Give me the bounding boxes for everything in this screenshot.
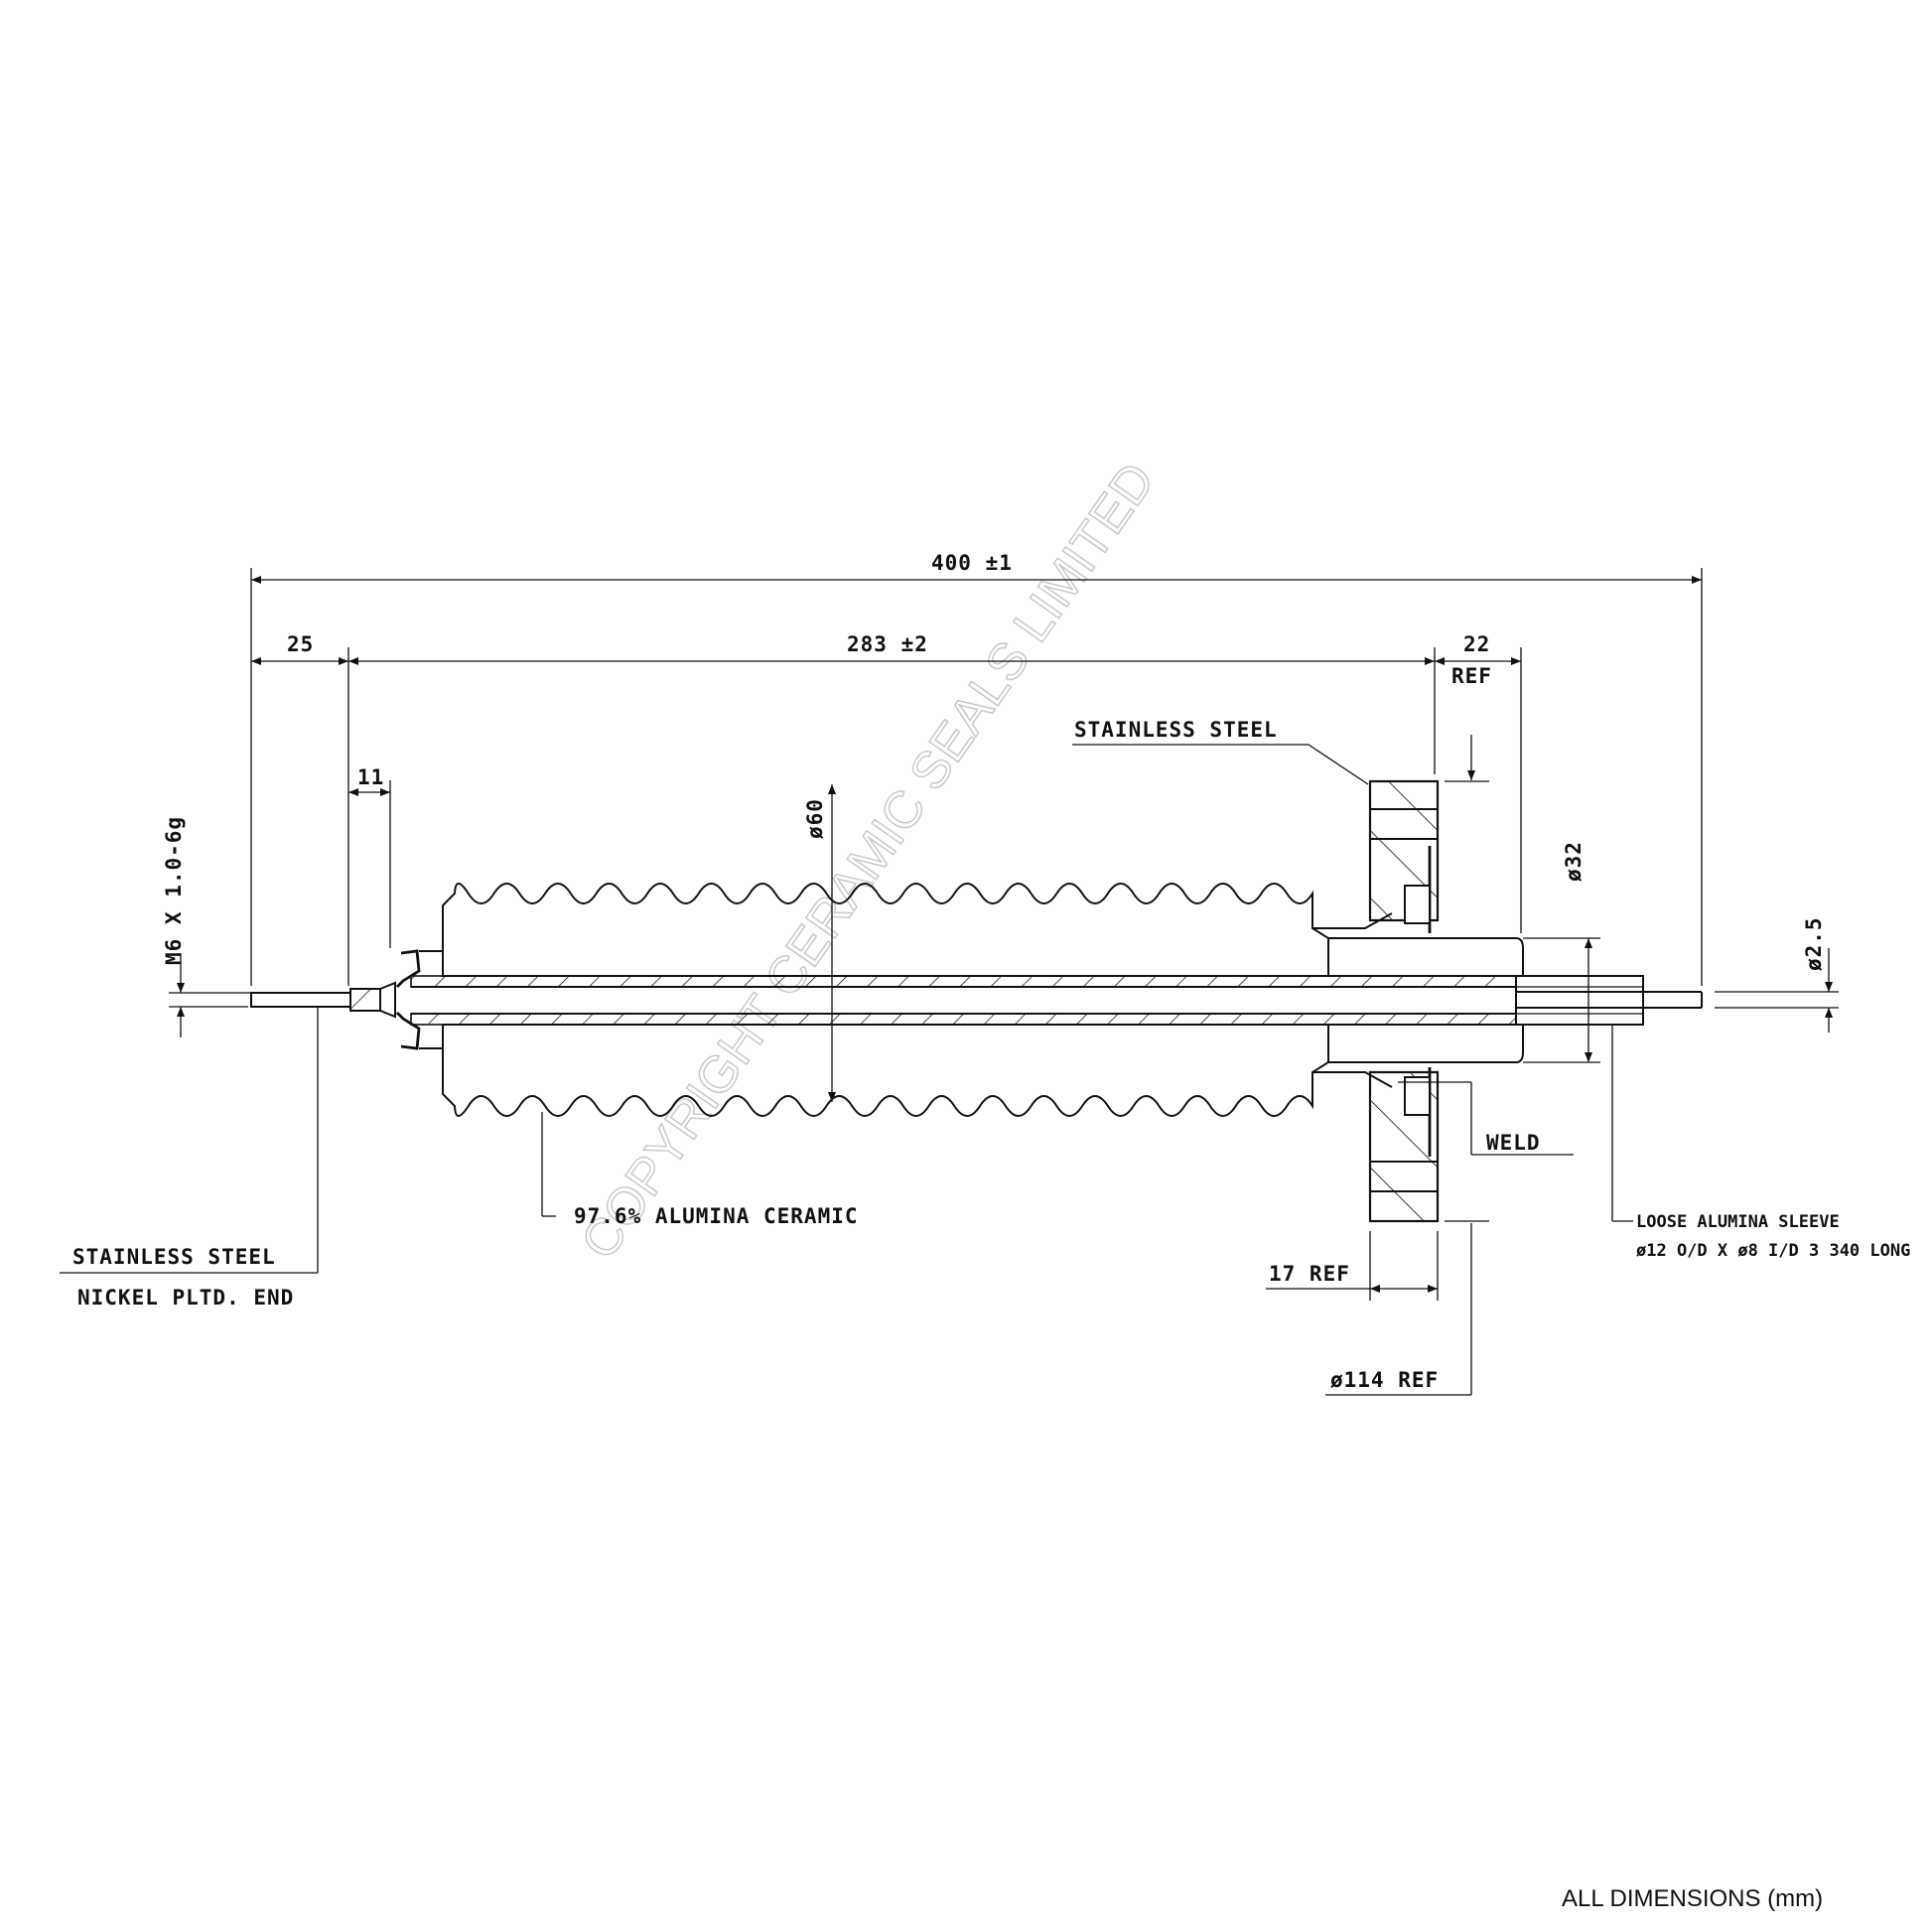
callout-stub-finish: NICKEL PLTD. END (77, 1286, 294, 1310)
units-note: ALL DIMENSIONS (mm) (1562, 1885, 1823, 1912)
dim-overall-length: 400 ±1 (931, 551, 1013, 575)
dim-pin-diameter: ø2.5 (1802, 916, 1826, 971)
central-conductor (410, 975, 1703, 1026)
ceramic-body (442, 883, 1329, 1117)
dim-stub-length: 25 (287, 632, 314, 656)
dim-boss-diameter: ø32 (1562, 841, 1586, 882)
copyright-watermark: COPYRIGHT CERAMIC SEALS LIMITED (570, 453, 1167, 1270)
callout-sleeve-title: LOOSE ALUMINA SLEEVE (1636, 1212, 1840, 1232)
leader-lines (60, 744, 1633, 1274)
dim-body-length: 283 ±2 (847, 632, 928, 656)
dim-thread-length: 11 (357, 765, 384, 789)
dim-flange-diameter: ø114 REF (1330, 1368, 1439, 1392)
callout-flange-material: STAINLESS STEEL (1074, 718, 1278, 742)
callout-sleeve-size: ø12 O/D X ø8 I/D 3 340 LONG (1636, 1241, 1910, 1261)
callout-ceramic: 97.6% ALUMINA CERAMIC (574, 1204, 859, 1228)
dim-body-diameter: ø60 (803, 798, 827, 839)
dimension-lines (169, 568, 1839, 1396)
flange-boss (1312, 912, 1524, 1088)
dim-thread-spec: M6 X 1.0-6g (162, 816, 186, 965)
dim-flange-offset: 22 (1463, 632, 1490, 656)
callout-weld: WELD (1486, 1131, 1541, 1155)
flange (1368, 779, 1440, 1223)
dim-flange-offset-ref: REF (1451, 664, 1492, 688)
left-stub (250, 949, 444, 1050)
dim-flange-thickness: 17 REF (1269, 1262, 1350, 1286)
callout-stub-material: STAINLESS STEEL (72, 1245, 276, 1269)
